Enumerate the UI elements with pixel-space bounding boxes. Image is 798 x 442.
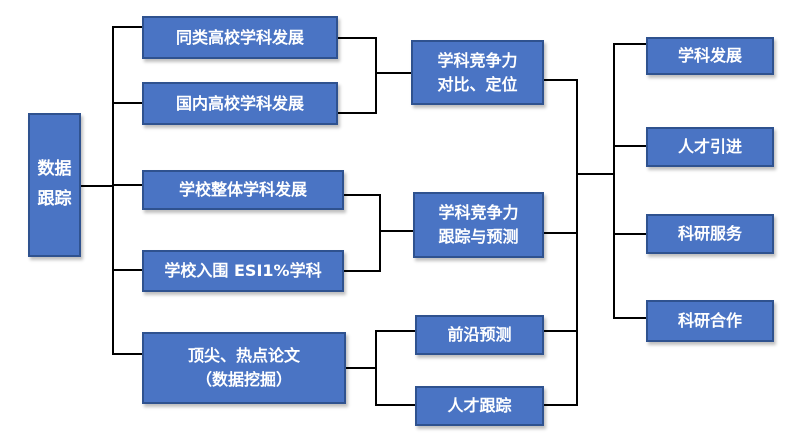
connector [544,232,577,234]
connector [375,37,377,114]
source-school-esi: 学校入围 ESI1%学科 [142,250,344,292]
source-top-papers: 顶尖、热点论文 （数据挖掘） [142,332,346,404]
connector [375,404,415,406]
source-peer-discipline: 同类高校学科发展 [142,16,338,59]
source-domestic-discipline: 国内高校学科发展 [142,82,338,125]
connector [338,112,376,114]
connector [112,26,114,354]
connector [344,194,380,196]
outcome-research-coop: 科研合作 [646,300,774,342]
connector [613,43,646,45]
connector [379,230,413,232]
connector [576,173,614,175]
connector [112,26,142,28]
connector [613,145,646,147]
connector [544,404,577,406]
connector [576,79,578,406]
analysis-talent-tracking: 人才跟踪 [415,386,544,426]
analysis-compare-position: 学科竞争力 对比、定位 [411,40,544,105]
connector [544,330,577,332]
root-data-tracking: 数据 跟踪 [28,113,81,257]
connector [344,270,380,272]
connector [375,330,377,406]
outcome-discipline-dev: 学科发展 [646,37,774,75]
connector [379,194,381,272]
connector [613,43,615,319]
analysis-track-forecast: 学科竞争力 跟踪与预测 [413,192,544,258]
connector [112,353,142,355]
connector [544,79,577,81]
connector [375,330,415,332]
connector [80,185,113,187]
connector [613,317,646,319]
analysis-frontier-forecast: 前沿预测 [415,315,544,355]
connector [112,269,142,271]
connector [613,233,646,235]
outcome-research-service: 科研服务 [646,214,774,254]
outcome-talent-recruit: 人才引进 [646,127,774,167]
connector [112,102,142,104]
source-school-overall: 学校整体学科发展 [142,170,344,210]
connector [346,367,376,369]
connector [338,37,376,39]
connector [375,72,411,74]
connector [112,184,142,186]
